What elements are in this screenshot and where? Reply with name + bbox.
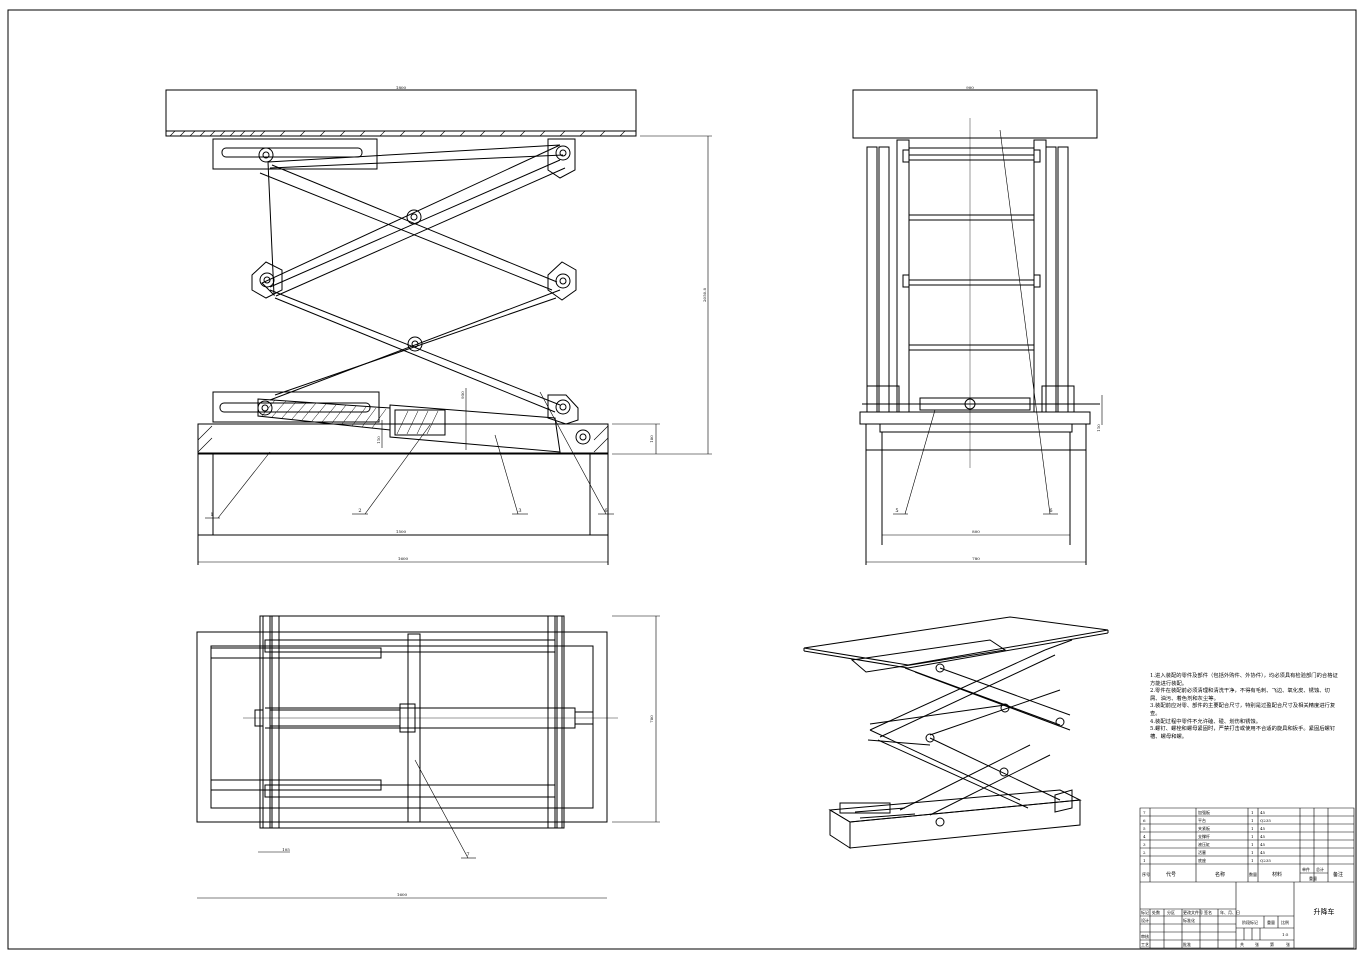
balloon-front-3: 3 bbox=[518, 508, 521, 514]
part-name: 夹紧板 bbox=[1198, 825, 1210, 831]
sheet-label: 张 bbox=[1255, 941, 1259, 947]
balloon-plan-7: 7 bbox=[466, 852, 469, 858]
part-seq-6: 6 bbox=[1143, 818, 1146, 823]
sign-label: 签名 bbox=[1204, 909, 1212, 915]
header-seq: 序号 bbox=[1142, 871, 1150, 877]
sign-label: 年、月、日 bbox=[1220, 909, 1240, 915]
dim-plan-width: 1600 bbox=[397, 892, 408, 897]
part-name: 活塞 bbox=[1198, 849, 1206, 855]
sign-label: 标记 bbox=[1141, 909, 1149, 915]
note-1: 1.进入装配的零件及部件（包括外购件、外协件），均必须具有检验部门的合格证方能进… bbox=[1150, 673, 1338, 687]
dim-side-top-width: 900 bbox=[966, 85, 974, 90]
balloon-front-2: 2 bbox=[358, 508, 361, 514]
role-label: 审核 bbox=[1141, 933, 1149, 939]
part-seq-1: 1 bbox=[1143, 858, 1146, 863]
note-4: 4.装配过程中零件不允许磕、碰、划伤和锈蚀。 bbox=[1150, 718, 1261, 725]
dim-plan-small: 105 bbox=[282, 847, 290, 852]
sign-label: 处数 bbox=[1152, 909, 1160, 915]
part-material: 45 bbox=[1260, 850, 1266, 855]
dim-front-base-width: 1600 bbox=[398, 556, 409, 561]
part-qty: 1 bbox=[1251, 858, 1254, 863]
header-qty: 数量 bbox=[1249, 871, 1257, 877]
scale-value: 1:5 bbox=[1282, 932, 1289, 937]
role-label: 批准 bbox=[1183, 941, 1191, 947]
part-seq-2: 2 bbox=[1143, 850, 1146, 855]
role-label: 标准化 bbox=[1183, 917, 1195, 923]
part-qty: 1 bbox=[1251, 834, 1254, 839]
front-view bbox=[166, 90, 712, 565]
dim-front-inner-width: 1500 bbox=[396, 529, 407, 534]
stage-label: 阶段标记 bbox=[1242, 919, 1258, 925]
side-view bbox=[853, 90, 1102, 565]
part-qty: 1 bbox=[1251, 850, 1254, 855]
dim-plan-height: 780 bbox=[649, 715, 654, 723]
role-label: 设计 bbox=[1141, 917, 1149, 923]
part-seq-3: 3 bbox=[1143, 842, 1146, 847]
drawing-title: 升降车 bbox=[1314, 907, 1335, 916]
stage-label: 重量 bbox=[1267, 919, 1275, 925]
dim-side-inner-width: 800 bbox=[972, 529, 980, 534]
part-material: 45 bbox=[1260, 834, 1266, 839]
part-name: 液压缸 bbox=[1198, 841, 1210, 847]
technical-notes: 1.进入装配的零件及部件（包括外购件、外协件），均必须具有检验部门的合格证方能进… bbox=[1150, 673, 1338, 741]
header-total-weight: 总计 bbox=[1316, 866, 1324, 872]
sheet-label: 第 bbox=[1270, 941, 1274, 947]
header-unit-weight: 单件 bbox=[1302, 866, 1310, 872]
stage-label: 比例 bbox=[1281, 919, 1289, 925]
part-qty: 1 bbox=[1251, 826, 1254, 831]
dim-front-base-height: 180 bbox=[649, 435, 654, 443]
part-name: 平台 bbox=[1198, 817, 1206, 823]
sheet-label: 共 bbox=[1240, 941, 1244, 947]
part-material: 45 bbox=[1260, 826, 1266, 831]
part-material: Q235 bbox=[1260, 858, 1271, 863]
balloon-front-6: 6 bbox=[604, 508, 607, 514]
part-name: 底座 bbox=[1198, 857, 1206, 863]
header-name: 名称 bbox=[1215, 871, 1225, 878]
part-qty: 1 bbox=[1251, 810, 1254, 815]
dim-front-height: 2050.8 bbox=[702, 288, 707, 302]
part-seq-4: 4 bbox=[1143, 834, 1146, 839]
part-name: 加强板 bbox=[1198, 809, 1210, 815]
plan-view bbox=[197, 616, 660, 898]
balloon-side-6: 6 bbox=[1049, 508, 1052, 514]
part-qty: 1 bbox=[1251, 842, 1254, 847]
header-code: 代号 bbox=[1166, 871, 1176, 878]
part-material: Q235 bbox=[1260, 818, 1271, 823]
header-weight: 重量 bbox=[1309, 875, 1317, 881]
sheet-label: 张 bbox=[1286, 941, 1290, 947]
dim-front-small: 110 bbox=[376, 436, 381, 444]
part-name: 支撑杆 bbox=[1198, 833, 1210, 839]
isometric-view bbox=[804, 617, 1108, 848]
dim-side-small: 110 bbox=[1096, 424, 1101, 432]
part-seq-5: 5 bbox=[1143, 826, 1146, 831]
part-qty: 1 bbox=[1251, 818, 1254, 823]
note-3: 3.装配前应对零、部件的主要配合尺寸，特别是过盈配合尺寸及相关精度进行复查。 bbox=[1150, 703, 1336, 717]
sign-label: 分区 bbox=[1167, 909, 1175, 915]
dim-side-base-width: 780 bbox=[972, 556, 980, 561]
note-2: 2.零件在装配前必须清理和清洗干净，不得有毛刺、飞边、氧化皮、锈蚀、切屑、油污、… bbox=[1150, 688, 1330, 702]
dim-front-cylinder: 950 bbox=[460, 391, 465, 399]
header-material: 材料 bbox=[1272, 871, 1282, 878]
part-material: 45 bbox=[1260, 842, 1266, 847]
part-material: 45 bbox=[1260, 810, 1266, 815]
header-remarks: 备注 bbox=[1333, 871, 1343, 878]
balloon-front-1: 1 bbox=[210, 512, 213, 518]
title-block bbox=[1140, 808, 1354, 948]
drawing-border bbox=[8, 10, 1356, 949]
part-seq-7: 7 bbox=[1143, 810, 1146, 815]
dim-front-top-width: 1800 bbox=[396, 85, 407, 90]
sign-label: 更改文件号 bbox=[1183, 909, 1203, 915]
balloon-side-5: 5 bbox=[895, 508, 898, 514]
role-label: 工艺 bbox=[1141, 942, 1149, 947]
note-5: 5.螺钉、螺栓和螺母紧固时，严禁打击或使用不合适的旋具和扳手。紧固后螺钉槽、螺母… bbox=[1150, 726, 1336, 740]
